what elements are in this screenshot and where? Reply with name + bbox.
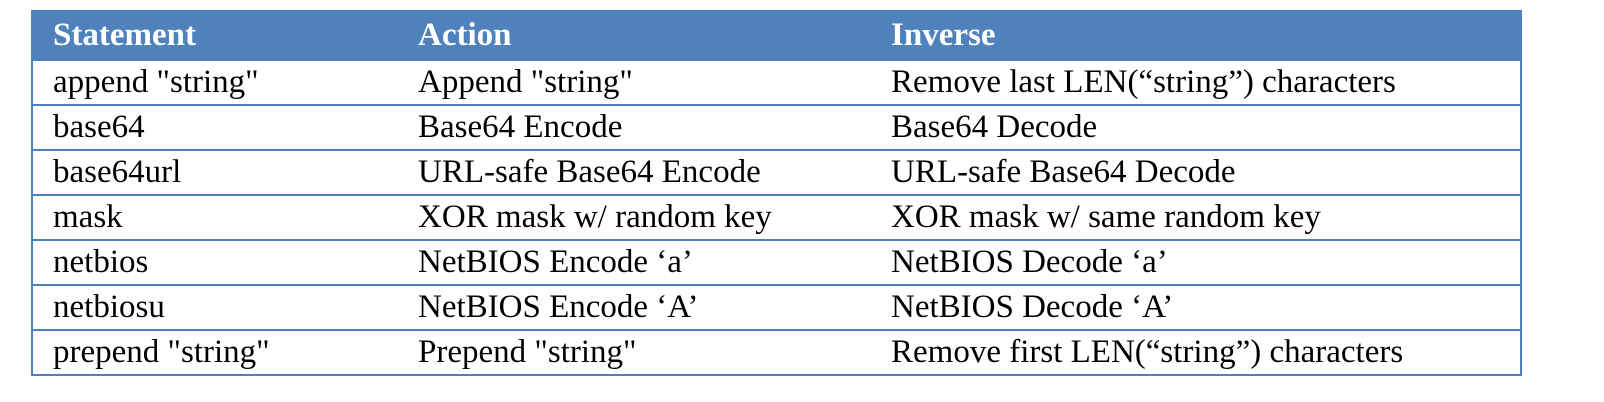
transform-statements-table: Statement Action Inverse append "string"…: [31, 10, 1522, 376]
cell-inverse: URL-safe Base64 Decode: [871, 149, 1521, 195]
cell-statement: mask: [32, 194, 398, 240]
table-row: netbios NetBIOS Encode ‘a’ NetBIOS Decod…: [32, 239, 1521, 285]
cell-action: NetBIOS Encode ‘A’: [398, 284, 871, 330]
cell-action: Prepend "string": [398, 329, 871, 375]
header-inverse: Inverse: [871, 11, 1521, 60]
cell-inverse: Remove first LEN(“string”) characters: [871, 329, 1521, 375]
cell-action: URL-safe Base64 Encode: [398, 149, 871, 195]
table-body: append "string" Append "string" Remove l…: [32, 59, 1521, 375]
cell-statement: netbios: [32, 239, 398, 285]
cell-inverse: NetBIOS Decode ‘a’: [871, 239, 1521, 285]
transform-statements-table-container: Statement Action Inverse append "string"…: [31, 10, 1522, 376]
table-row: base64 Base64 Encode Base64 Decode: [32, 104, 1521, 150]
cell-statement: netbiosu: [32, 284, 398, 330]
table-row: base64url URL-safe Base64 Encode URL-saf…: [32, 149, 1521, 195]
cell-statement: prepend "string": [32, 329, 398, 375]
table-row: netbiosu NetBIOS Encode ‘A’ NetBIOS Deco…: [32, 284, 1521, 330]
cell-inverse: XOR mask w/ same random key: [871, 194, 1521, 240]
header-statement: Statement: [32, 11, 398, 60]
cell-statement: base64: [32, 104, 398, 150]
cell-inverse: Base64 Decode: [871, 104, 1521, 150]
table-header: Statement Action Inverse: [32, 11, 1521, 60]
cell-action: Append "string": [398, 59, 871, 105]
cell-action: NetBIOS Encode ‘a’: [398, 239, 871, 285]
cell-statement: append "string": [32, 59, 398, 105]
cell-inverse: Remove last LEN(“string”) characters: [871, 59, 1521, 105]
cell-statement: base64url: [32, 149, 398, 195]
cell-action: XOR mask w/ random key: [398, 194, 871, 240]
table-row: prepend "string" Prepend "string" Remove…: [32, 329, 1521, 375]
header-row: Statement Action Inverse: [32, 11, 1521, 60]
cell-action: Base64 Encode: [398, 104, 871, 150]
header-action: Action: [398, 11, 871, 60]
cell-inverse: NetBIOS Decode ‘A’: [871, 284, 1521, 330]
table-row: append "string" Append "string" Remove l…: [32, 59, 1521, 105]
table-row: mask XOR mask w/ random key XOR mask w/ …: [32, 194, 1521, 240]
